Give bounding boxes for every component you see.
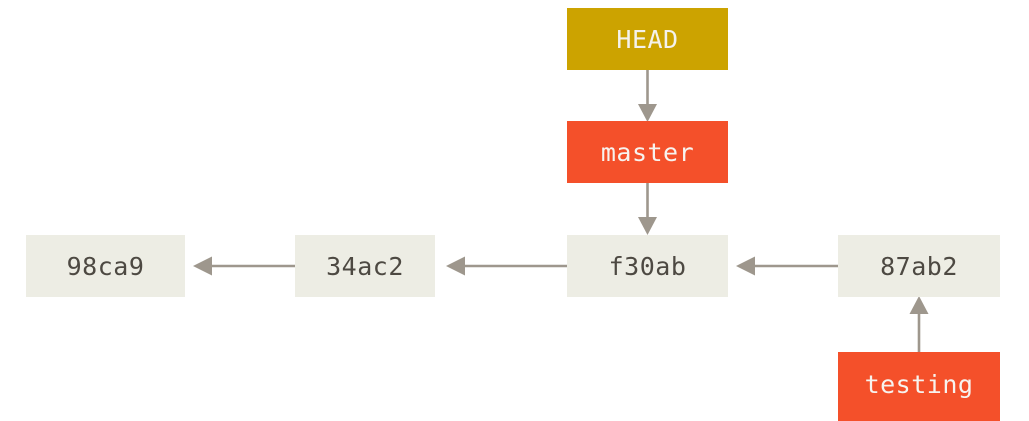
branch-label-testing: testing (864, 370, 974, 399)
commit-node-87ab2: 87ab2 (838, 235, 1000, 297)
commit-node-34ac2: 34ac2 (295, 235, 435, 297)
branch-node-master: master (567, 121, 728, 183)
branch-node-testing: testing (838, 352, 1000, 421)
commit-node-98ca9: 98ca9 (26, 235, 185, 297)
commit-label-34ac2: 34ac2 (326, 251, 404, 281)
edge-87ab2-to-f30ab (736, 256, 838, 276)
edge-f30ab-to-34ac2 (446, 256, 567, 276)
edge-head-to-master (638, 70, 657, 122)
head-pointer-node: HEAD (567, 8, 728, 70)
edge-34ac2-to-98ca9 (193, 256, 295, 276)
commit-label-87ab2: 87ab2 (880, 251, 958, 281)
commit-label-f30ab: f30ab (608, 251, 687, 281)
commit-node-f30ab: f30ab (567, 235, 728, 297)
commit-label-98ca9: 98ca9 (66, 251, 145, 281)
edge-master-to-f30ab (638, 182, 657, 235)
branch-label-master: master (600, 137, 695, 167)
head-pointer-label: HEAD (616, 24, 679, 54)
